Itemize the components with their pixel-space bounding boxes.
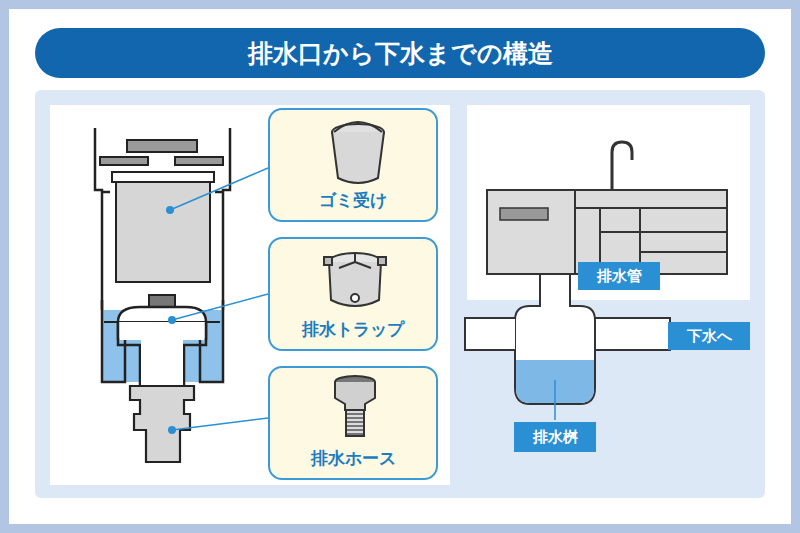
hose-ridge [346,425,364,426]
callout-box: ゴミ受け [268,108,438,222]
node-label: 排水桝 [533,428,578,447]
node-label: 排水トラップ [302,318,404,341]
hose-ridge [346,417,364,418]
label-tag: 下水へ [668,322,750,350]
node-label: 下水へ [687,327,732,346]
hose-ridge [346,433,364,434]
hose-ridge [346,429,364,430]
node-label: 排水管 [597,267,642,286]
callout-box: 排水トラップ [268,237,438,351]
label-tag: 排水管 [578,262,660,290]
node-label: 排水ホース [311,447,396,470]
hose-ridge [346,413,364,414]
label-tag: 排水桝 [514,422,596,452]
title-banner: 排水口から下水までの構造 [35,28,765,78]
node-label: ゴミ受け [319,189,387,212]
hose-ridge [346,421,364,422]
title-text: 排水口から下水までの構造 [248,37,553,70]
callout-box: 排水ホース [268,366,438,480]
